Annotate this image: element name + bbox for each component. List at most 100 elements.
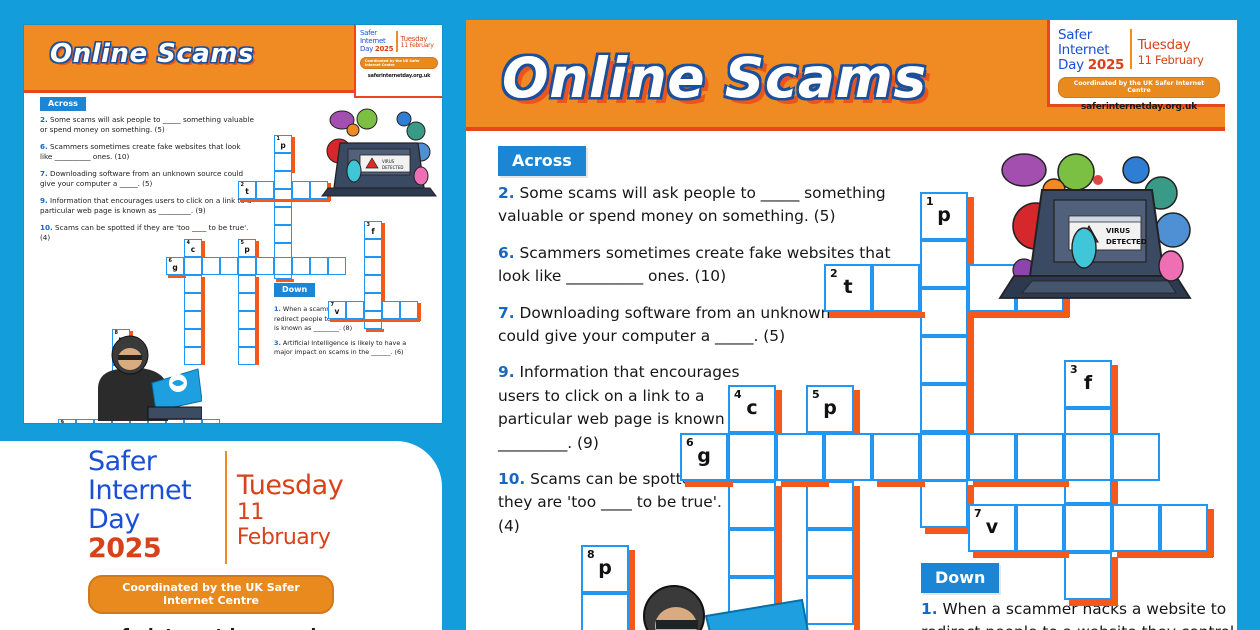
- cell-letter: v: [985, 516, 999, 538]
- clue-number: 1.: [921, 600, 938, 618]
- thumb-across-clues: 2. Some scams will ask people to _____ s…: [40, 115, 255, 249]
- cell-shadow: [829, 312, 925, 318]
- clue-item: 9. Information that encourages users to …: [498, 361, 748, 455]
- grid-cell[interactable]: [1016, 433, 1064, 481]
- thumb-virus-laptop-illustration: VIRUS DETECTED: [321, 108, 437, 197]
- cell-number: 7: [974, 507, 982, 520]
- brand-day-word: Day: [88, 504, 140, 536]
- grid-cell[interactable]: [1112, 504, 1160, 552]
- grid-cell[interactable]: [581, 593, 629, 630]
- brand-line1: Safer: [88, 446, 157, 477]
- thumb-logo-line2: Internet: [360, 36, 386, 45]
- grid-cell[interactable]: [920, 240, 968, 288]
- grid-cell[interactable]: 7 v: [968, 504, 1016, 552]
- brand-website-url: saferinternetday.org.uk: [88, 626, 334, 630]
- grid-cell[interactable]: [728, 481, 776, 529]
- thumb-logo-year: 2025: [374, 44, 394, 53]
- grid-cell[interactable]: [872, 264, 920, 312]
- cell-shadow: [925, 528, 973, 534]
- mini-cell-num: 8: [114, 329, 118, 336]
- mini-cell-letter: f: [371, 226, 375, 236]
- cell-shadow: [854, 486, 860, 630]
- grid-cell[interactable]: [1064, 504, 1112, 552]
- grid-cell[interactable]: [920, 288, 968, 336]
- clue-number: 10.: [498, 470, 526, 489]
- logo-day-word: Day: [1058, 57, 1084, 74]
- grid-cell[interactable]: [776, 433, 824, 481]
- thumb-virus-alert-line1: VIRUS: [382, 159, 395, 164]
- cell-letter: p: [598, 557, 612, 579]
- grid-cell[interactable]: 5 p: [806, 385, 854, 433]
- grid-cell[interactable]: [920, 433, 968, 481]
- mini-cell-num: 1: [276, 135, 280, 142]
- grid-cell[interactable]: [824, 433, 872, 481]
- mini-cell-letter: v: [334, 306, 340, 316]
- mini-cell-letter: p: [244, 244, 250, 254]
- brand-date: 11 February: [236, 500, 331, 550]
- resource-thumbnail-card[interactable]: Online Scams Safer Internet Day 2025 Tue…: [24, 25, 442, 423]
- grid-cell[interactable]: [1112, 433, 1160, 481]
- grid-cell[interactable]: [806, 529, 854, 577]
- thumb-orange-underline: [24, 90, 442, 93]
- mini-cell-num: 2: [240, 181, 244, 188]
- grid-cell[interactable]: [920, 384, 968, 432]
- grid-cell[interactable]: [728, 433, 776, 481]
- virus-alert-line2: DETECTED: [1106, 238, 1147, 246]
- sheet-top-blue-edge: [466, 0, 1260, 20]
- cell-shadow: [1112, 557, 1118, 605]
- cell-shadow: [968, 197, 974, 245]
- thumb-logo: Safer Internet Day 2025 Tuesday 11 Febru…: [354, 25, 442, 98]
- grid-cell[interactable]: [920, 336, 968, 384]
- clue-item: 1. When a scammer hacks a website to red…: [921, 598, 1251, 630]
- grid-cell[interactable]: 8 p: [581, 545, 629, 593]
- cell-number: 8: [587, 548, 595, 561]
- cell-letter: g: [697, 445, 711, 467]
- thumb-logo-pill: Coordinated by the UK Safer Internet Cen…: [360, 57, 438, 70]
- cell-shadow: [968, 389, 974, 437]
- cell-shadow: [1069, 600, 1117, 606]
- grid-cell[interactable]: [968, 433, 1016, 481]
- thumb-clue-text: Scams can be spotted if they are 'too __…: [40, 222, 249, 242]
- worksheet-preview[interactable]: Online Scams Safer Internet Day 2025 Tue…: [466, 0, 1260, 630]
- grid-cell[interactable]: 2 t: [824, 264, 872, 312]
- grid-cell[interactable]: [1016, 504, 1064, 552]
- mini-cell-letter: g: [172, 262, 178, 272]
- grid-cell[interactable]: [806, 481, 854, 529]
- sid-logo: Safer Internet Day 2025 Tuesday 11 Febru…: [1047, 20, 1225, 112]
- grid-cell[interactable]: 3 f: [1064, 360, 1112, 408]
- cell-shadow: [1117, 552, 1213, 558]
- logo-line1: Safer: [1058, 27, 1092, 43]
- brand-line2: Internet: [88, 475, 192, 507]
- grid-cell[interactable]: [806, 577, 854, 625]
- sheet-orange-underline: [466, 127, 1225, 131]
- thumb-clue-num: 7.: [40, 168, 48, 178]
- hacker-illustration: [643, 585, 809, 630]
- thumb-down-text: Artificial Intelligence is likely to hav…: [274, 338, 407, 357]
- grid-cell[interactable]: [920, 480, 968, 528]
- sheet-right-blue-edge: [1237, 0, 1260, 630]
- thumb-page-title: Online Scams: [50, 39, 254, 69]
- thumb-clue-text: Scammers sometimes create fake websites …: [40, 141, 241, 162]
- grid-cell[interactable]: [1160, 504, 1208, 552]
- cell-shadow: [973, 552, 1069, 558]
- grid-cell[interactable]: [728, 529, 776, 577]
- mini-cell-num: 3: [366, 221, 370, 228]
- grid-cell[interactable]: [1064, 552, 1112, 600]
- grid-cell[interactable]: 4 c: [728, 385, 776, 433]
- logo-divider: [1130, 29, 1132, 69]
- cell-shadow: [685, 481, 733, 487]
- thumb-down-num: 3.: [274, 338, 281, 347]
- thumb-logo-date: 11 February: [400, 42, 434, 50]
- mini-cell-num: 7: [330, 301, 334, 308]
- cell-shadow: [1208, 509, 1214, 557]
- thumb-clue-num: 2.: [40, 115, 48, 124]
- grid-cell[interactable]: [872, 433, 920, 481]
- virus-laptop-illustration: ! VIRUS DETECTED: [998, 153, 1192, 299]
- mini-cell-num: 4: [186, 239, 190, 246]
- grid-cell[interactable]: 1 p: [920, 192, 968, 240]
- thumb-logo-divider: [396, 31, 398, 52]
- logo-website-url: saferinternetday.org.uk: [1080, 101, 1197, 112]
- grid-cell[interactable]: 6 g: [680, 433, 728, 481]
- grid-cell[interactable]: [1064, 433, 1112, 481]
- thumb-logo-url: saferinternetday.org.uk: [367, 73, 431, 80]
